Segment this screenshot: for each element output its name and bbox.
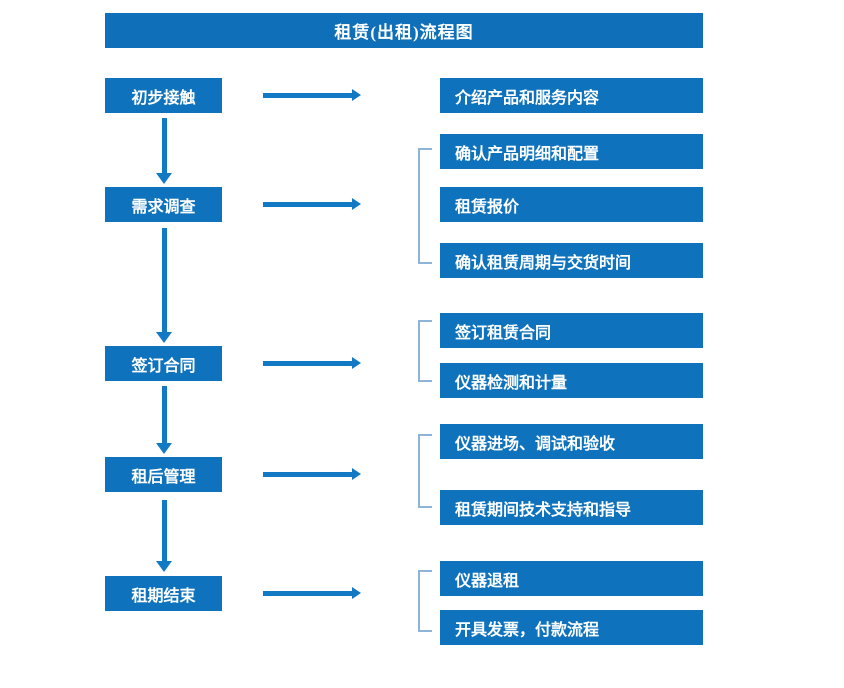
horizontal-arrow-stage1	[263, 89, 361, 101]
stage-node-4-label: 租后管理	[131, 468, 196, 486]
arrow-shaft	[263, 591, 352, 596]
stage-node-3[interactable]: 签订合同	[105, 346, 222, 381]
detail-node-g1-1-label: 介绍产品和服务内容	[455, 89, 600, 107]
stage-node-2-label: 需求调查	[131, 198, 196, 216]
detail-node-g2-1-label: 确认产品明细和配置	[455, 145, 600, 163]
detail-node-g4-2[interactable]: 租赁期间技术支持和指导	[440, 490, 703, 525]
detail-node-g1-1[interactable]: 介绍产品和服务内容	[440, 78, 703, 113]
stage-node-1-label: 初步接触	[131, 89, 196, 107]
stage-node-4[interactable]: 租后管理	[105, 457, 222, 492]
detail-node-g2-1[interactable]: 确认产品明细和配置	[440, 134, 703, 169]
horizontal-arrow-stage3	[263, 357, 361, 369]
arrow-head-icon	[156, 173, 172, 184]
group-bracket-2	[418, 148, 432, 264]
chart-title-text: 租赁(出租)流程图	[334, 23, 474, 42]
detail-node-g5-2[interactable]: 开具发票，付款流程	[440, 610, 703, 645]
vertical-arrow-stage1-to-stage2	[156, 118, 172, 184]
arrow-shaft	[162, 386, 167, 444]
group-bracket-5	[418, 570, 432, 632]
stage-node-3-label: 签订合同	[131, 357, 196, 375]
detail-node-g4-1[interactable]: 仪器进场、调试和验收	[440, 424, 703, 459]
group-bracket-3	[418, 320, 432, 382]
detail-node-g4-1-label: 仪器进场、调试和验收	[455, 435, 616, 453]
arrow-head-icon	[352, 357, 361, 369]
vertical-arrow-stage3-to-stage4	[156, 386, 172, 454]
stage-node-5[interactable]: 租期结束	[105, 576, 222, 611]
detail-node-g2-3-label: 确认租赁周期与交货时间	[455, 254, 632, 272]
arrow-shaft	[263, 93, 352, 98]
detail-node-g3-2-label: 仪器检测和计量	[455, 374, 568, 392]
detail-node-g3-1-label: 签订租赁合同	[455, 324, 552, 342]
horizontal-arrow-stage4	[263, 468, 361, 480]
arrow-shaft	[263, 472, 352, 477]
arrow-head-icon	[352, 198, 361, 210]
arrow-head-icon	[156, 561, 172, 572]
detail-node-g3-1[interactable]: 签订租赁合同	[440, 313, 703, 348]
vertical-arrow-stage4-to-stage5	[156, 500, 172, 572]
detail-node-g3-2[interactable]: 仪器检测和计量	[440, 363, 703, 398]
detail-node-g2-2[interactable]: 租赁报价	[440, 187, 703, 222]
stage-node-5-label: 租期结束	[131, 587, 196, 605]
detail-node-g5-1-label: 仪器退租	[455, 572, 520, 590]
detail-node-g5-1[interactable]: 仪器退租	[440, 561, 703, 596]
arrow-shaft	[162, 118, 167, 174]
arrow-shaft	[263, 361, 352, 366]
detail-node-g2-2-label: 租赁报价	[455, 198, 520, 216]
group-bracket-4	[418, 434, 432, 508]
stage-node-1[interactable]: 初步接触	[105, 78, 222, 113]
horizontal-arrow-stage2	[263, 198, 361, 210]
stage-node-2[interactable]: 需求调查	[105, 187, 222, 222]
arrow-head-icon	[352, 468, 361, 480]
detail-node-g4-2-label: 租赁期间技术支持和指导	[455, 501, 632, 519]
chart-title-bar: 租赁(出租)流程图	[105, 13, 703, 48]
arrow-head-icon	[156, 443, 172, 454]
arrow-shaft	[263, 202, 352, 207]
arrow-shaft	[162, 228, 167, 333]
arrow-shaft	[162, 500, 167, 562]
horizontal-arrow-stage5	[263, 587, 361, 599]
arrow-head-icon	[352, 89, 361, 101]
arrow-head-icon	[156, 332, 172, 343]
arrow-head-icon	[352, 587, 361, 599]
vertical-arrow-stage2-to-stage3	[156, 228, 172, 343]
detail-node-g2-3[interactable]: 确认租赁周期与交货时间	[440, 243, 703, 278]
detail-node-g5-2-label: 开具发票，付款流程	[455, 621, 600, 639]
